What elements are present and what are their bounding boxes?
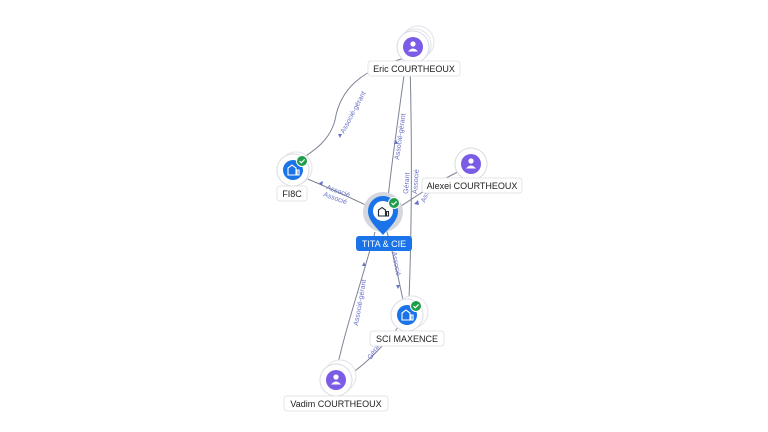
building-icon-shape xyxy=(401,309,414,321)
edge-eric-sci-1[interactable] xyxy=(408,61,412,301)
edge-tita-sci[interactable] xyxy=(385,227,404,301)
person-icon-body xyxy=(408,48,418,52)
edge-arrows xyxy=(319,134,419,289)
node-alexei[interactable]: Alexei COURTHEOUX xyxy=(421,147,523,194)
node-label-box xyxy=(356,236,412,251)
edge-eric-tita[interactable] xyxy=(387,67,406,199)
node-label: SCI MAXENCE xyxy=(376,334,438,344)
arrow-eric-fi8c xyxy=(338,134,342,138)
arrow-eric-tita xyxy=(394,140,398,144)
edge-label-eric-sci-2: Associé xyxy=(412,169,421,194)
arrow-vadim-tita xyxy=(362,262,366,266)
check-badge-icon xyxy=(388,197,400,209)
edge-label-eric-sci-1: Gérant xyxy=(403,172,411,194)
building-icon-shape xyxy=(287,164,300,176)
node-label: FI8C xyxy=(282,189,302,199)
person-icon xyxy=(403,37,423,57)
node-tita[interactable]: TITA & CIE xyxy=(356,192,412,251)
node-label: Vadim COURTHEOUX xyxy=(290,399,381,409)
edge-label-eric-fi8c: Associé-gérant xyxy=(340,90,368,135)
person-icon-head xyxy=(410,41,416,47)
edge-label-vadim-tita: Associé-gérant xyxy=(353,279,368,326)
node-label-box xyxy=(369,330,445,347)
person-icon xyxy=(326,370,346,390)
person-icon-head xyxy=(333,374,339,380)
check-mark xyxy=(391,200,398,206)
person-icon xyxy=(461,154,481,174)
node-sci[interactable]: SCI MAXENCE xyxy=(369,295,445,347)
arrow-tita-sci xyxy=(396,285,400,289)
node-label: TITA & CIE xyxy=(362,239,406,249)
node-vadim[interactable]: Vadim COURTHEOUX xyxy=(283,359,389,412)
node-label: Alexei COURTHEOUX xyxy=(427,181,518,191)
person-icon-body xyxy=(331,381,341,385)
edge-vadim-tita[interactable] xyxy=(336,231,376,369)
arrow-alexei-tita xyxy=(414,200,419,205)
building-icon xyxy=(377,206,390,217)
node-eric[interactable]: Eric COURTHEOUX xyxy=(367,25,461,77)
person-icon-head xyxy=(468,158,474,164)
check-badge-icon xyxy=(410,300,422,312)
check-mark xyxy=(413,303,420,309)
person-icon-body xyxy=(466,165,476,169)
node-label-box xyxy=(276,185,308,202)
check-mark xyxy=(299,158,306,164)
node-label-box xyxy=(421,177,523,194)
edge-label-tita-sci: Associé xyxy=(390,251,401,276)
arrow-fi8c-tita xyxy=(319,181,323,186)
node-label-box xyxy=(367,60,461,77)
node-fi8c[interactable]: FI8C xyxy=(276,151,313,202)
node-label: Eric COURTHEOUX xyxy=(373,64,455,74)
check-badge-icon xyxy=(296,155,308,167)
node-label-box xyxy=(283,395,389,412)
